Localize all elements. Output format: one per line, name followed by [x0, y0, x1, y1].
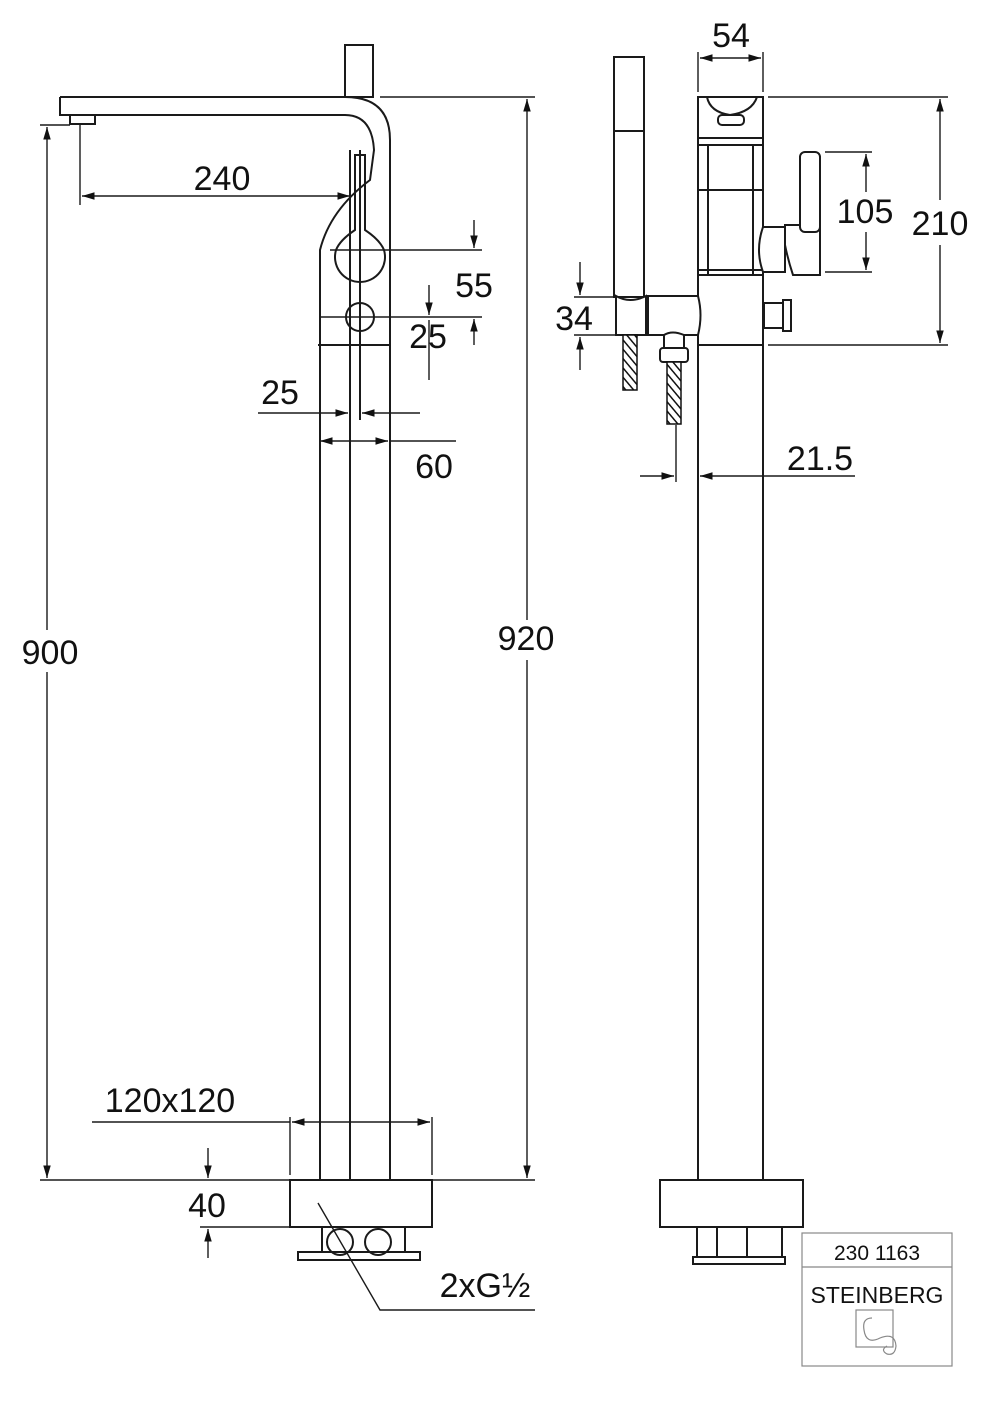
- mounting-flange: [297, 1251, 421, 1261]
- dim-900: 900: [22, 634, 79, 672]
- shower-holder: [615, 294, 647, 336]
- diverter-side: [763, 302, 785, 329]
- side-view: 54 210 105 34 21.5: [555, 17, 969, 1265]
- lever-handle: [799, 151, 821, 233]
- inlet-left: [326, 1228, 354, 1256]
- handle-lever: [334, 154, 386, 283]
- base-side: [659, 1179, 804, 1228]
- dim-34: 34: [555, 300, 593, 338]
- title-block: 230 1163 STEINBERG: [801, 1232, 953, 1367]
- shower-hose: [622, 334, 638, 391]
- dim-inlets: 2xG½: [440, 1267, 531, 1305]
- holder-bracket: [647, 295, 702, 336]
- dim-25-horizontal: 25: [261, 374, 299, 412]
- front-view: 920 900 240 55 25 25 60: [22, 44, 555, 1311]
- base-flange: [692, 1256, 786, 1265]
- dim-920: 920: [498, 620, 555, 658]
- diverter-cap: [782, 299, 792, 332]
- dim-120x120: 120x120: [105, 1082, 235, 1120]
- dim-240: 240: [194, 160, 251, 198]
- dim-55: 55: [455, 267, 493, 305]
- spout-outer: [60, 96, 391, 1180]
- dim-60: 60: [415, 448, 453, 486]
- inlet-right: [364, 1228, 392, 1256]
- brand-name: STEINBERG: [811, 1282, 944, 1308]
- lever-joint: [784, 224, 821, 276]
- inlet-leader: [317, 1202, 535, 1311]
- brand-logo-icon: [855, 1309, 897, 1355]
- dim-54: 54: [712, 17, 750, 55]
- head-outlet: [717, 114, 745, 126]
- hose-nut: [659, 347, 689, 363]
- article-number: 230 1163: [834, 1242, 920, 1265]
- hand-shower: [613, 56, 645, 298]
- head-cap: [706, 96, 758, 117]
- dim-21-5: 21.5: [787, 440, 853, 478]
- spout-aerator: [69, 115, 96, 125]
- spout-inner: [59, 97, 376, 1180]
- dim-105: 105: [837, 193, 894, 231]
- cartridge: [758, 226, 786, 273]
- supply-hose: [666, 361, 682, 425]
- dim-25-vertical: 25: [409, 318, 447, 356]
- base-feet: [696, 1227, 783, 1257]
- dim-40: 40: [188, 1187, 226, 1225]
- shower-pipe-top: [344, 44, 374, 98]
- dim-210: 210: [912, 205, 969, 243]
- base-plate: [289, 1179, 433, 1228]
